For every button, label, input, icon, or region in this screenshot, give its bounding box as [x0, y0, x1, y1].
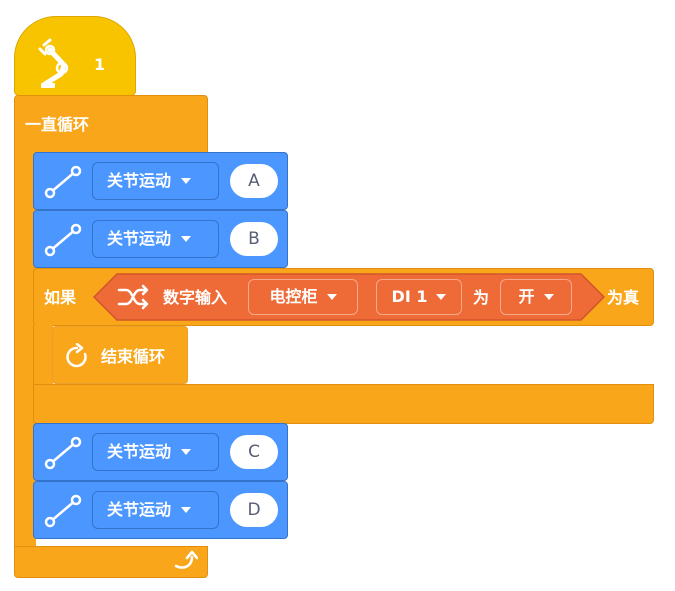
chevron-down-icon	[181, 507, 192, 513]
chevron-down-icon	[181, 178, 192, 184]
motion-type-label: 关节运动	[107, 171, 172, 190]
loop-arrow-icon	[174, 550, 198, 569]
point-input[interactable]: A	[230, 164, 278, 198]
chevron-down-icon	[436, 294, 447, 300]
input-source-label: 电控柜	[269, 287, 318, 306]
motion-type-dropdown[interactable]: 关节运动	[92, 162, 219, 200]
shuffle-icon	[117, 284, 149, 310]
motion-type-label: 关节运动	[107, 442, 172, 461]
forever-label: 一直循环	[25, 115, 90, 134]
motion-type-dropdown[interactable]: 关节运动	[92, 433, 219, 471]
input-state-label: 开	[518, 287, 535, 306]
line-motion-icon	[44, 165, 82, 199]
motion-type-dropdown[interactable]: 关节运动	[92, 220, 219, 258]
motion-type-label: 关节运动	[107, 229, 172, 248]
chevron-down-icon	[326, 294, 337, 300]
point-input[interactable]: C	[230, 435, 278, 469]
refresh-icon	[66, 343, 87, 368]
if-block-bottom	[33, 384, 654, 424]
point-input[interactable]: D	[230, 493, 278, 527]
stop-loop-block[interactable]	[52, 326, 188, 384]
motion-type-dropdown[interactable]: 关节运动	[92, 491, 219, 529]
input-port-label: DI 1	[391, 287, 428, 306]
line-motion-icon	[44, 436, 82, 470]
robot-arm-icon	[38, 38, 69, 88]
forever-arm	[14, 150, 36, 550]
input-port-dropdown[interactable]: DI 1	[376, 279, 462, 315]
condition-label: 数字输入	[163, 288, 228, 307]
motion-type-label: 关节运动	[107, 500, 172, 519]
input-source-dropdown[interactable]: 电控柜	[248, 279, 358, 315]
forever-block-bottom	[14, 546, 208, 578]
chevron-down-icon	[181, 449, 192, 455]
hat-value: 1	[94, 55, 106, 74]
start-hat-block[interactable]	[14, 16, 136, 96]
if-label: 如果	[44, 288, 77, 307]
if-suffix-label: 为真	[607, 288, 640, 307]
point-input[interactable]: B	[230, 222, 278, 256]
line-motion-icon	[44, 494, 82, 528]
chevron-down-icon	[543, 294, 554, 300]
stop-loop-label: 结束循环	[101, 347, 166, 366]
is-label: 为	[473, 288, 490, 307]
if-arm	[33, 325, 53, 385]
chevron-down-icon	[181, 236, 192, 242]
line-motion-icon	[44, 223, 82, 257]
input-state-dropdown[interactable]: 开	[500, 279, 572, 315]
